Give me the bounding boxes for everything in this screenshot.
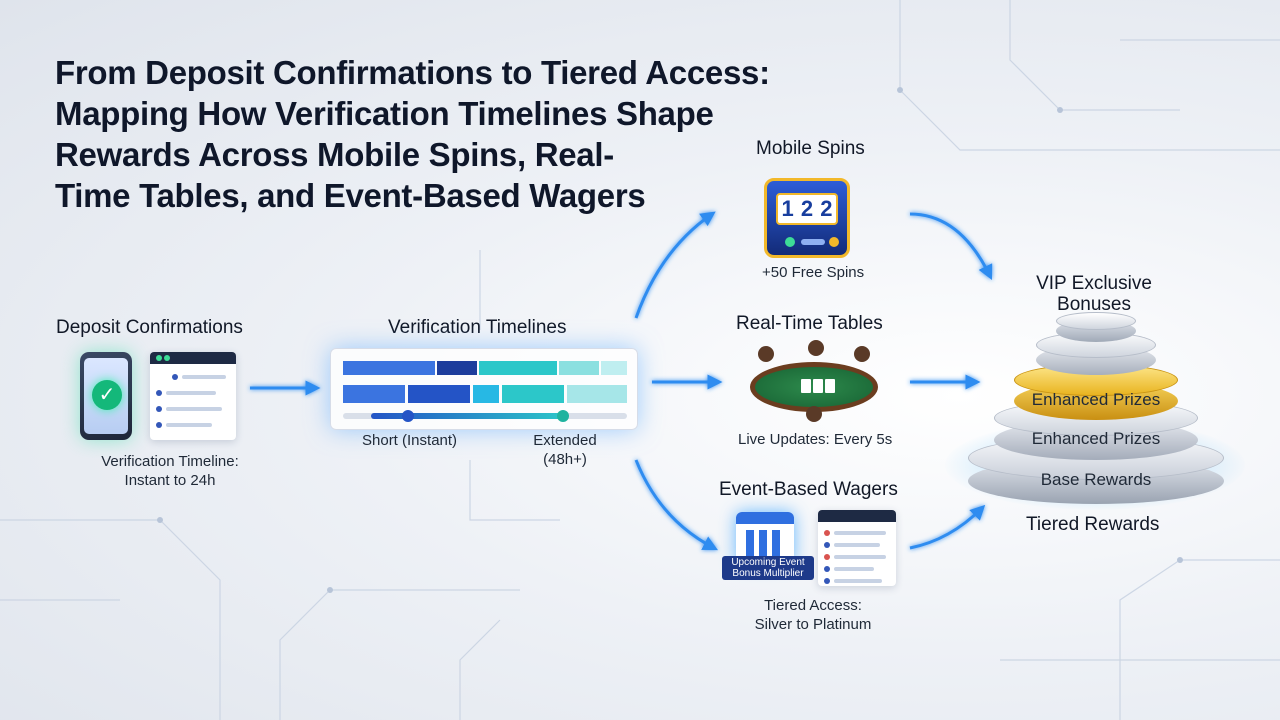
poker-table-icon	[750, 362, 878, 412]
reel-1: 1	[781, 196, 794, 221]
mobile-spins-label: Mobile Spins	[756, 138, 865, 159]
base-rewards-label: Base Rewards	[1040, 470, 1152, 489]
peak-tier-top	[1056, 312, 1136, 330]
page-title: From Deposit Confirmations to Tiered Acc…	[55, 52, 815, 216]
event-wagers-caption: Tiered Access: Silver to Platinum	[733, 596, 893, 634]
extended-label-line-2: (48h+)	[543, 451, 587, 468]
title-line-1: From Deposit Confirmations to Tiered Acc…	[55, 54, 770, 91]
badge-line-1: Upcoming Event	[731, 557, 805, 568]
real-time-tables-label: Real-Time Tables	[736, 313, 883, 334]
short-instant-label: Short (Instant)	[362, 432, 458, 449]
deposit-confirmations-label: Deposit Confirmations	[56, 317, 243, 338]
timeline-start-handle	[402, 410, 414, 422]
deposit-caption-line-2: Instant to 24h	[124, 472, 216, 489]
verification-timelines-label: Verification Timelines	[388, 317, 567, 338]
timeline-bars-panel	[330, 348, 638, 430]
tiered-rewards-label: Tiered Rewards	[1026, 514, 1160, 535]
calendar-icon	[736, 512, 794, 564]
deposit-caption: Verification Timeline: Instant to 24h	[70, 452, 270, 490]
checkmark-icon: ✓	[92, 380, 122, 410]
gold-enhanced-prizes-label: Enhanced Prizes	[1031, 390, 1161, 409]
player-icon	[854, 346, 870, 362]
title-line-2: Mapping How Verification Timelines Shape	[55, 95, 714, 132]
event-based-wagers-label: Event-Based Wagers	[719, 479, 898, 500]
upcoming-event-badge: Upcoming Event Bonus Multiplier	[722, 556, 814, 580]
reel-2: 2	[800, 196, 814, 221]
real-time-tables-caption: Live Updates: Every 5s	[738, 431, 893, 448]
title-line-4: Time Tables, and Event-Based Wagers	[55, 177, 646, 214]
slot-machine-icon: 1 2 2	[764, 178, 850, 258]
badge-line-2: Bonus Multiplier	[732, 568, 804, 579]
timeline-end-handle	[557, 410, 569, 422]
player-icon	[808, 340, 824, 356]
vip-exclusive-bonuses-label: VIP Exclusive Bonuses	[1036, 273, 1152, 315]
extended-label-line-1: Extended	[533, 432, 597, 449]
event-caption-line-1: Tiered Access:	[764, 597, 862, 614]
deposit-caption-line-1: Verification Timeline:	[101, 453, 239, 470]
event-caption-line-2: Silver to Platinum	[754, 616, 872, 633]
vip-label-line-2: Bonuses	[1057, 294, 1131, 315]
mobile-spins-caption: +50 Free Spins	[762, 264, 865, 281]
reel-3: 2	[820, 196, 833, 221]
middle-enhanced-prizes-label: Enhanced Prizes	[1031, 429, 1161, 448]
event-list-card	[818, 510, 896, 586]
confirmation-list-card	[150, 352, 236, 440]
phone-icon: ✓	[80, 352, 132, 440]
vip-label-line-1: VIP Exclusive	[1036, 273, 1152, 294]
player-icon	[806, 406, 822, 422]
extended-label: Extended (48h+)	[525, 431, 605, 469]
player-icon	[758, 346, 774, 362]
title-line-3: Rewards Across Mobile Spins, Real-	[55, 136, 614, 173]
